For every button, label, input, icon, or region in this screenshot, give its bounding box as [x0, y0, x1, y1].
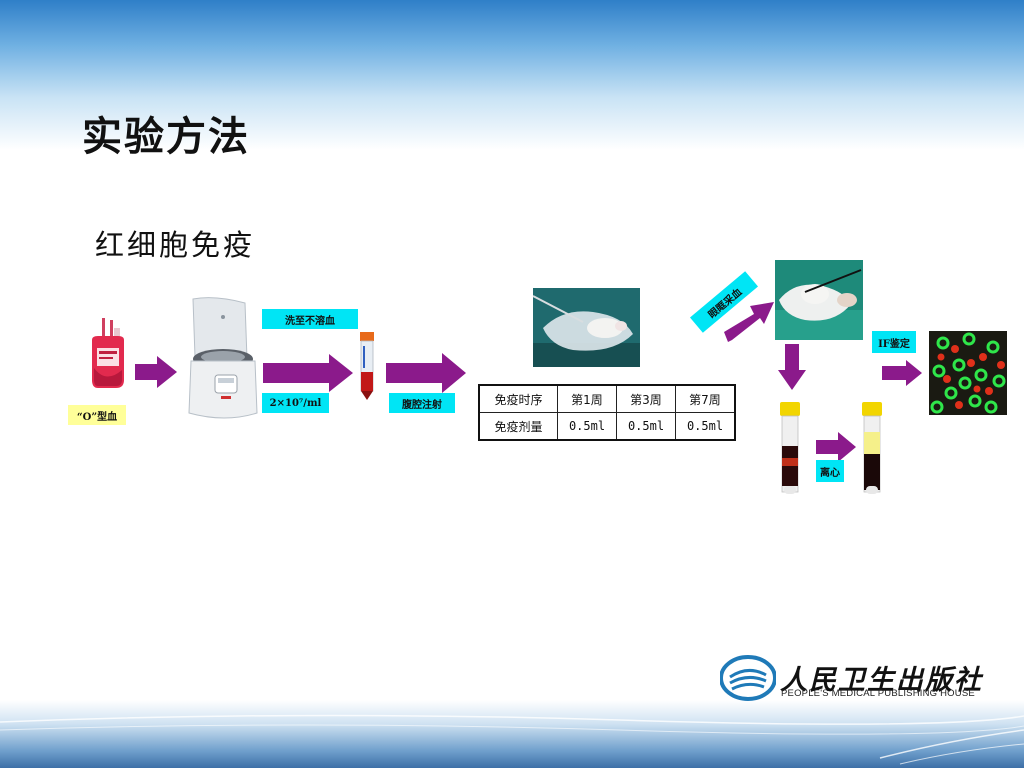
immunization-schedule-table: 免疫时序 第1周 第3周 第7周 免疫剂量 0.5ml 0.5ml 0.5ml [478, 384, 736, 441]
table-cell: 免疫剂量 [478, 412, 558, 441]
slide-subtitle: 红细胞免疫 [95, 228, 256, 262]
table-cell: 第1周 [557, 384, 617, 413]
table-cell: 0.5ml [675, 412, 736, 441]
rbc-tube-image [360, 332, 374, 400]
if-fluorescence-image [929, 331, 1007, 415]
table-cell: 第3周 [616, 384, 676, 413]
publisher-name-english: PEOPLE'S MEDICAL PUBLISHING HOUSE [781, 688, 975, 699]
arrow-if [882, 360, 922, 386]
ip-injection-label: 腹腔注射 [389, 393, 455, 413]
wash-label: 洗至不溶血 [262, 309, 358, 329]
blood-bag-image [92, 318, 124, 388]
footer-wave-lines [0, 714, 1024, 765]
arrow-2 [263, 354, 353, 392]
publisher-logo-icon [720, 655, 776, 701]
table-row: 免疫时序 第1周 第3周 第7周 [478, 384, 736, 413]
centrifuge-label: 离心 [816, 460, 844, 482]
table-cell: 0.5ml [557, 412, 617, 441]
arrow-1 [135, 356, 177, 388]
header-gradient [0, 0, 1024, 150]
table-cell: 免疫时序 [478, 384, 558, 413]
o-blood-label: “O”型血 [68, 405, 126, 425]
centrifuge-image [188, 297, 258, 419]
blood-collection-photo [775, 260, 863, 340]
arrow-down [778, 344, 806, 390]
concentration-label: 2×10⁷/ml [262, 393, 329, 413]
publisher-name-chinese: 人民卫生出版社 [780, 665, 983, 696]
mouse-injection-photo [533, 288, 640, 367]
table-row: 免疫剂量 0.5ml 0.5ml 0.5ml [478, 412, 736, 441]
if-identify-label: IF鉴定 [872, 331, 916, 353]
table-cell: 第7周 [675, 384, 736, 413]
serum-tube-image [862, 402, 882, 494]
arrow-centrifuge [816, 432, 856, 462]
arrow-diagonal [724, 302, 774, 342]
slide-title: 实验方法 [82, 114, 250, 160]
table-cell: 0.5ml [616, 412, 676, 441]
whole-blood-tube-image [780, 402, 800, 494]
arrow-3 [386, 353, 466, 393]
